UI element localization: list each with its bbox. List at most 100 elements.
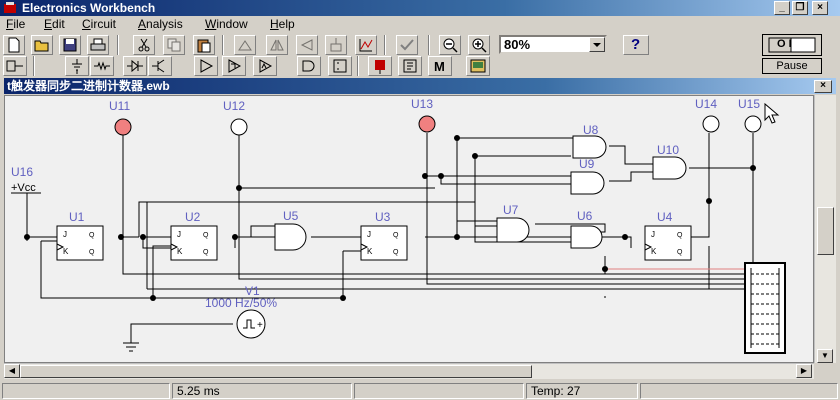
svg-text:Q: Q (89, 249, 95, 256)
toolbar-separator (33, 56, 35, 76)
and-gate-u5[interactable] (274, 223, 307, 251)
menu-analysis[interactable]: Analysis (138, 17, 183, 31)
paste-button[interactable] (193, 35, 215, 55)
label-u14: U14 (695, 97, 717, 111)
and-gate-u7[interactable] (496, 217, 530, 243)
help-button[interactable]: ? (623, 35, 649, 55)
properties-checkmark-icon (400, 39, 414, 51)
schematic: J K Q Q J K Q Q J K Q Q J K Q Q + (11, 97, 786, 354)
parts-bin-miscellaneous[interactable]: M (428, 56, 452, 76)
svg-text:Q: Q (677, 232, 683, 239)
instrument-icon (470, 59, 486, 73)
bus-connector[interactable] (744, 262, 786, 354)
parts-bin-favorites[interactable] (3, 56, 27, 76)
menu-file[interactable]: File (6, 17, 26, 31)
rotate-button[interactable] (234, 35, 256, 55)
label-vcc: +Vcc (11, 182, 36, 194)
clock-source-v1[interactable]: + (236, 309, 266, 339)
horizontal-scroll-thumb[interactable] (20, 365, 532, 378)
parts-bin-mixed-ics[interactable] (222, 56, 246, 76)
svg-text:Q: Q (203, 232, 209, 239)
subcircuit-icon (330, 38, 342, 52)
pause-button[interactable]: Pause (762, 58, 822, 74)
vertical-scrollbar[interactable]: ▼ (814, 95, 836, 363)
flipflop-u4[interactable]: J K Q Q (644, 225, 692, 261)
parts-bin-sources[interactable] (65, 56, 89, 76)
scroll-down-arrow-icon[interactable]: ▼ (817, 349, 833, 363)
parts-bin-transistors[interactable] (148, 56, 172, 76)
save-button[interactable] (59, 35, 81, 55)
misc-m-icon: M (434, 59, 445, 74)
menu-help[interactable]: Help (270, 17, 295, 31)
toolbar-separator (384, 35, 386, 55)
copy-button[interactable] (163, 35, 185, 55)
wire-junctions (24, 135, 756, 301)
schematic-canvas[interactable]: J K Q Q J K Q Q J K Q Q J K Q Q + (4, 95, 814, 363)
svg-text:Q: Q (393, 249, 399, 256)
probe-u15[interactable] (744, 115, 762, 133)
status-temp: Temp: 27 (526, 383, 638, 399)
restore-button[interactable]: ❐ (792, 1, 808, 15)
label-u4: U4 (657, 210, 673, 224)
menu-edit[interactable]: Edit (44, 17, 65, 31)
label-u8: U8 (583, 123, 599, 137)
power-switch[interactable]: O I (762, 34, 822, 56)
minimize-button[interactable]: _ (774, 1, 790, 15)
component-labels: U11 U12 U13 U14 U15 U16 U1 U2 U3 U4 U5 U… (11, 97, 760, 310)
svg-text:+: + (257, 320, 263, 331)
document-close-button[interactable]: × (814, 80, 832, 93)
close-button[interactable]: × (812, 1, 828, 15)
svg-text:K: K (63, 247, 69, 256)
probe-u14[interactable] (702, 115, 720, 133)
printer-icon (90, 38, 106, 51)
toolbar-separator (222, 35, 224, 55)
open-file-button[interactable] (31, 35, 53, 55)
and-gate-u8[interactable] (572, 135, 607, 159)
parts-bin-basic[interactable] (90, 56, 114, 76)
probe-u13[interactable] (418, 115, 436, 133)
parts-bin-digital-ics[interactable] (253, 56, 277, 76)
label-u3: U3 (375, 210, 391, 224)
label-u5: U5 (283, 209, 299, 223)
component-properties-button[interactable] (396, 35, 418, 55)
zoom-level-select[interactable]: 80% (499, 35, 607, 54)
zoom-out-button[interactable] (439, 35, 461, 55)
new-file-icon (8, 37, 20, 53)
vertical-scroll-thumb[interactable] (817, 207, 834, 255)
flipflop-u2[interactable]: J K Q Q (170, 225, 218, 261)
probe-u12[interactable] (230, 118, 248, 136)
and-gate-u9[interactable] (570, 171, 605, 195)
and-gate-u6[interactable] (570, 225, 603, 249)
zoom-in-button[interactable] (468, 35, 490, 55)
save-disk-icon (63, 38, 77, 52)
parts-bin-indicators[interactable] (368, 56, 392, 76)
cut-button[interactable] (133, 35, 155, 55)
flipflop-u1[interactable]: J K Q Q (56, 225, 104, 261)
diode-icon (127, 59, 143, 73)
parts-bin-logic-gates[interactable] (297, 56, 321, 76)
parts-bin-diodes[interactable] (123, 56, 147, 76)
menu-circuit[interactable]: Circuit (82, 17, 117, 31)
menu-window[interactable]: Window (205, 17, 248, 31)
new-file-button[interactable] (3, 35, 25, 55)
and-gate-u10[interactable] (652, 156, 687, 180)
status-field-left (2, 383, 170, 399)
create-subcircuit-button[interactable] (325, 35, 347, 55)
horizontal-scrollbar[interactable]: ◀ ▶ (4, 363, 814, 379)
flip-vertical-button[interactable] (296, 35, 318, 55)
parts-bin-instruments[interactable] (466, 56, 490, 76)
print-button[interactable] (87, 35, 109, 55)
parts-bin-controls[interactable] (398, 56, 422, 76)
svg-text:Q: Q (89, 232, 95, 239)
scroll-right-arrow-icon[interactable]: ▶ (796, 364, 812, 378)
chevron-down-icon[interactable] (589, 37, 605, 52)
parts-bin-digital[interactable] (328, 56, 352, 76)
graphs-button[interactable] (355, 35, 377, 55)
flipflop-u3[interactable]: J K Q Q (360, 225, 408, 261)
parts-bin-analog-ics[interactable] (194, 56, 218, 76)
and-gate-icon (302, 60, 315, 72)
scroll-left-arrow-icon[interactable]: ◀ (4, 364, 20, 378)
flip-horizontal-button[interactable] (266, 35, 288, 55)
open-folder-icon (34, 40, 49, 52)
probe-u11[interactable] (114, 118, 132, 136)
